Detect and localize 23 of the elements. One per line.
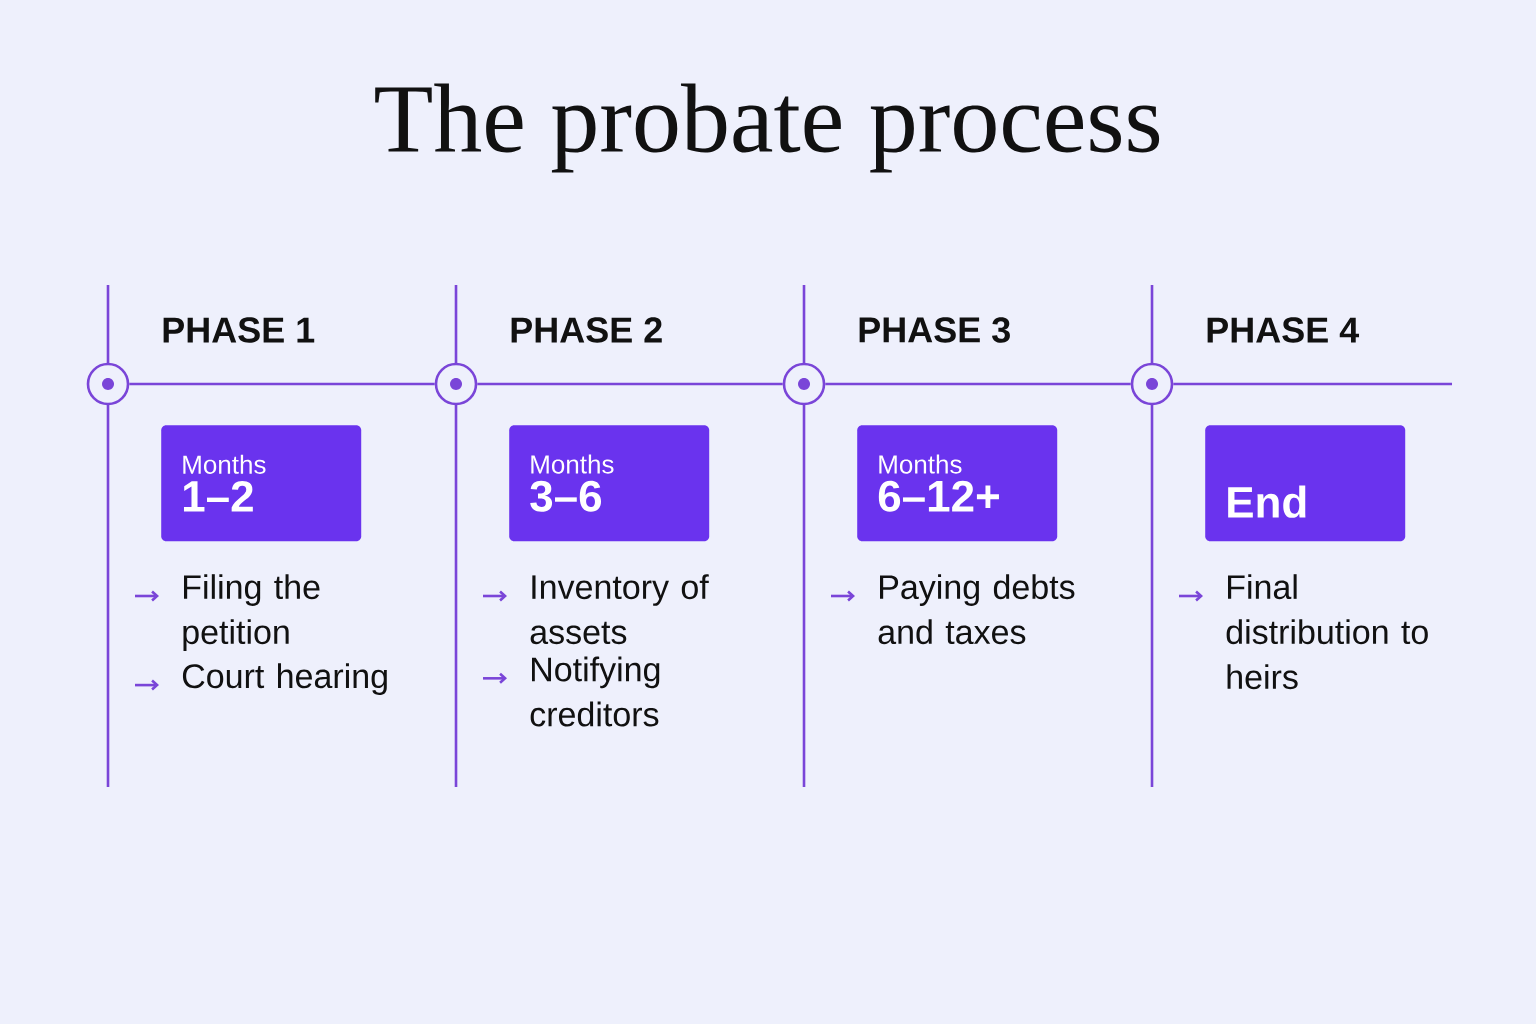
phase-heading: PHASE 2 [511, 317, 662, 343]
duration-box: Months 6–12+ [857, 425, 1058, 542]
timeline-line [129, 382, 435, 386]
phase-heading: PHASE 1 [163, 317, 315, 343]
step-text: Paying debts and taxes [878, 574, 1075, 645]
duration-box: Months 1–2 [161, 425, 362, 542]
timeline-line [477, 382, 783, 386]
step-text: Final distribution to heirs [1226, 574, 1428, 690]
duration-box: Months 3–6 [509, 425, 710, 542]
timeline-marker [1130, 362, 1174, 406]
timeline-marker [86, 362, 130, 406]
duration-box: End [1205, 425, 1406, 542]
timeline-marker [782, 362, 826, 406]
timeline-marker [434, 362, 478, 406]
title: The probate process [375, 83, 1160, 173]
phase-heading: PHASE 3 [859, 317, 1010, 343]
phase-heading: PHASE 4 [1207, 317, 1360, 343]
step-text: Court hearing [182, 663, 387, 695]
step-text: Filing the petition [183, 574, 320, 651]
timeline-line [825, 382, 1131, 386]
step-text: Notifying creditors [530, 656, 660, 727]
step-text: Inventory of assets [530, 574, 709, 645]
timeline-line [1173, 382, 1452, 386]
